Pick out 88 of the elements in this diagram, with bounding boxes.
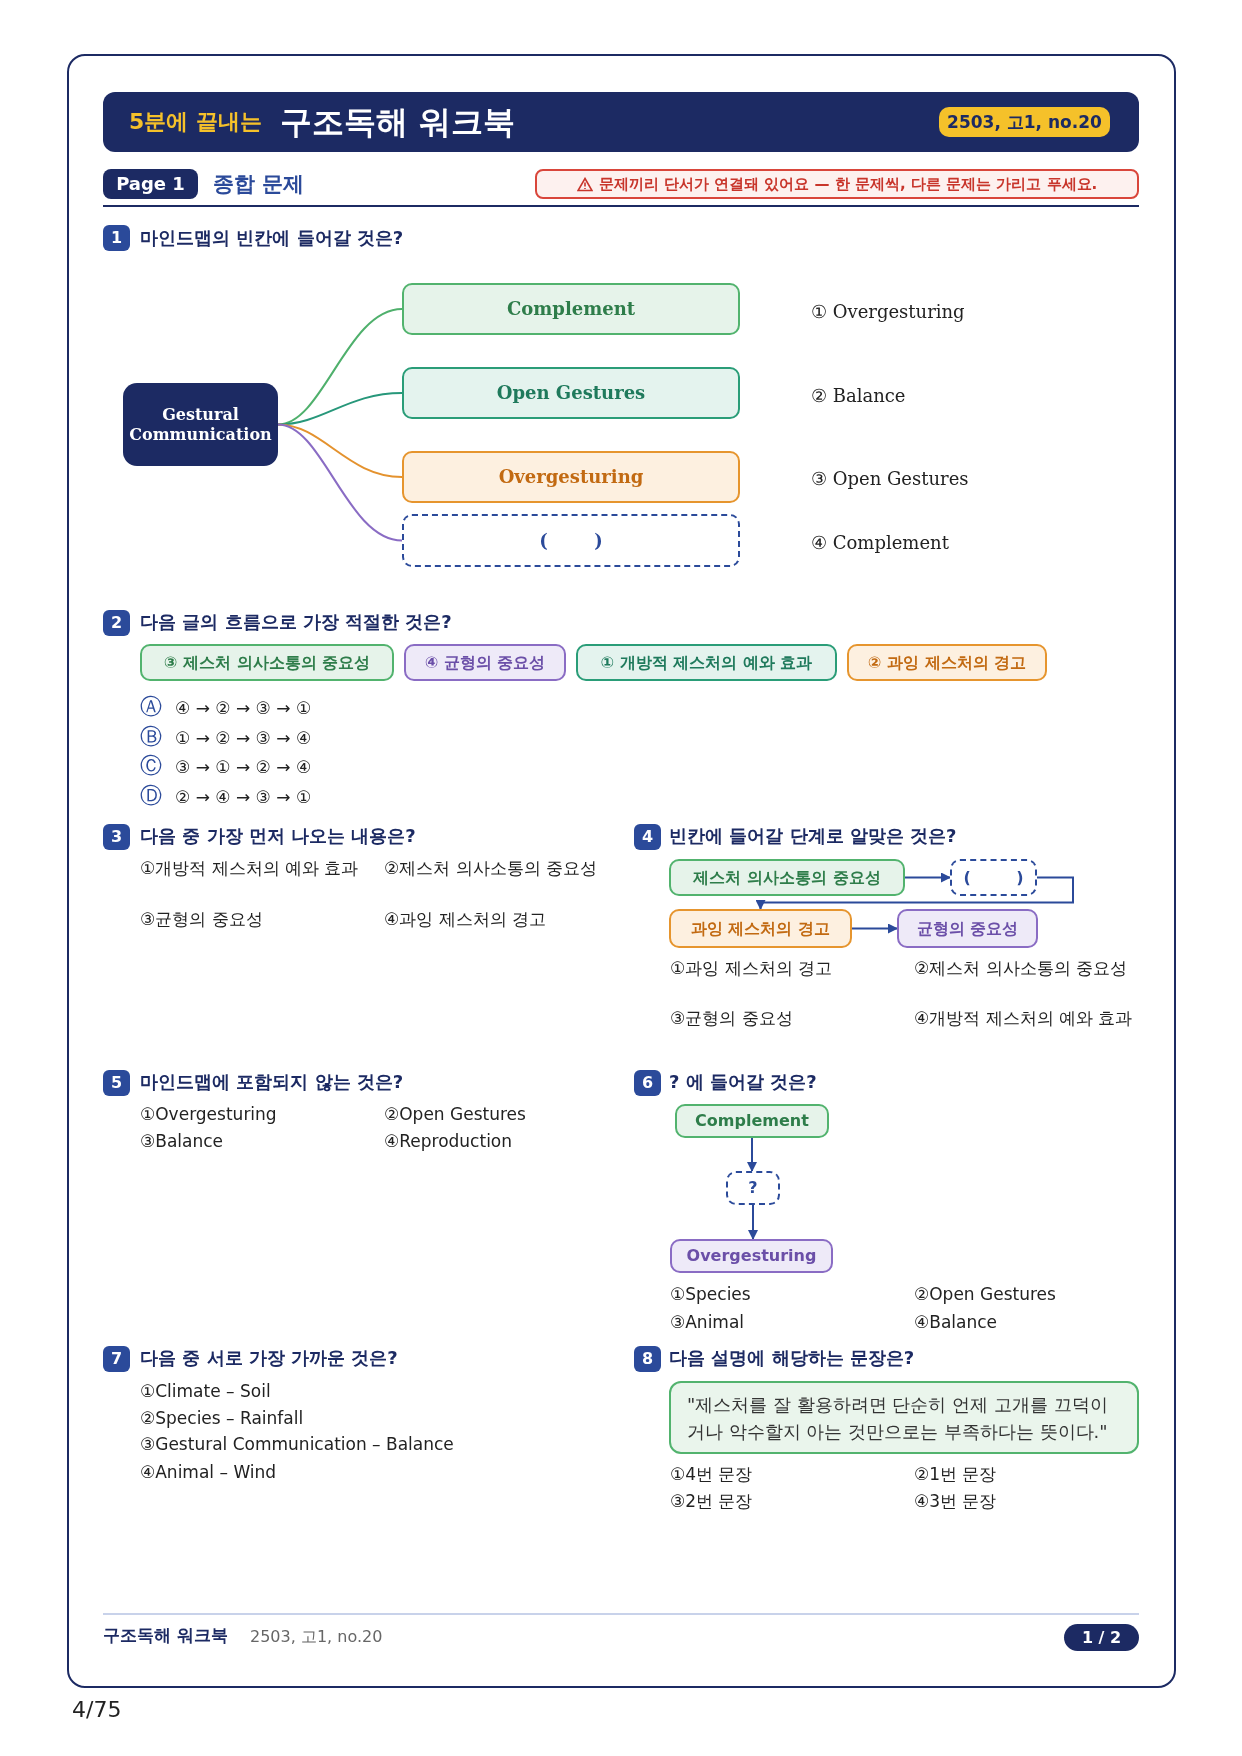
choice-letter: Ⓑ [140, 723, 162, 751]
question-text: 다음 중 가장 먼저 나오는 내용은? [140, 824, 416, 848]
topic-box: ② 과잉 제스처의 경고 [847, 644, 1047, 681]
answer-option: ②Open Gestures [384, 1103, 526, 1126]
number-badge: 1 [103, 225, 130, 251]
step-box: 과잉 제스처의 경고 [669, 909, 852, 948]
number-badge: 8 [634, 1346, 661, 1372]
topic-box: ① 개방적 제스처의 예와 효과 [576, 644, 837, 681]
answer-option: ③Gestural Communication – Balance [140, 1433, 454, 1456]
branch-node: Open Gestures [402, 367, 740, 419]
arrow [747, 1137, 757, 1172]
answer-option: ③2번 문장 [670, 1490, 753, 1513]
arrow [851, 923, 898, 934]
arrow [755, 876, 1074, 910]
connector-line [277, 392, 403, 426]
answer-option: ①과잉 제스처의 경고 [670, 957, 833, 980]
quote-box: "제스처를 잘 활용하려면 단순히 언제 고개를 끄덕이거나 악수할지 아는 것만으로는 부족하다는 뜻이다." [669, 1381, 1139, 1454]
sequence-option: ④ → ② → ③ → ① [175, 697, 312, 720]
answer-option: ④3번 문장 [914, 1490, 997, 1513]
footer-title: 구조독해 워크북 [103, 1624, 228, 1647]
answer-option: ④Balance [914, 1311, 998, 1334]
answer-option: ①개방적 제스처의 예와 효과 [140, 857, 365, 880]
answer-option: ① Overgesturing [811, 300, 965, 325]
connector-line [277, 423, 403, 542]
answer-option: ②Species – Rainfall [140, 1407, 304, 1430]
number-badge: 4 [634, 824, 661, 850]
number-badge: 3 [103, 824, 130, 850]
page-number-badge: 1 / 2 [1064, 1624, 1139, 1651]
choice-letter: Ⓐ [140, 693, 162, 721]
question-text: 마인드맵의 빈칸에 들어갈 것은? [140, 226, 404, 250]
answer-option: ③Animal [670, 1311, 745, 1334]
header-title: 구조독해 워크북 [279, 102, 516, 142]
answer-option: ①Overgesturing [140, 1103, 277, 1126]
answer-option: ③균형의 중요성 [140, 908, 263, 931]
footer-info: 2503, 고1, no.20 [250, 1626, 383, 1648]
warning-box [535, 169, 1139, 199]
blank-box: ( ) [950, 859, 1037, 896]
arrow [904, 872, 951, 883]
answer-option: ③ Open Gestures [811, 467, 969, 492]
header-banner [103, 92, 1139, 152]
blank-box: ? [726, 1171, 780, 1205]
number-badge: 2 [103, 610, 130, 636]
answer-option: ②제스처 의사소통의 중요성 [914, 957, 1139, 980]
number-badge: 5 [103, 1070, 130, 1096]
step-box: Complement [675, 1104, 829, 1138]
step-box: 균형의 중요성 [897, 909, 1038, 948]
question-text: 다음 중 서로 가장 가까운 것은? [140, 1346, 398, 1370]
sequence-option: ① → ② → ③ → ④ [175, 727, 312, 750]
answer-option: ②Open Gestures [914, 1283, 1056, 1306]
answer-option: ①4번 문장 [670, 1463, 753, 1486]
answer-option: ②제스처 의사소통의 중요성 [384, 857, 609, 880]
warning-text: 문제끼리 단서가 연결돼 있어요 — 한 문제씩, 다른 문제는 가리고 푸세요. [598, 175, 1098, 193]
question-text: 빈칸에 들어갈 단계로 알맞은 것은? [669, 824, 957, 848]
question-text: 다음 글의 흐름으로 가장 적절한 것은? [140, 610, 452, 634]
step-box: Overgesturing [670, 1239, 833, 1273]
answer-option: ③균형의 중요성 [670, 1007, 793, 1030]
question-text: 다음 설명에 해당하는 문장은? [669, 1346, 915, 1370]
blank-box: ( ) [402, 514, 740, 567]
answer-option: ④개방적 제스처의 예와 효과 [914, 1007, 1139, 1030]
choice-letter: Ⓒ [140, 752, 162, 780]
arrow [748, 1204, 758, 1240]
answer-option: ④ Complement [811, 531, 949, 556]
answer-option: ①Species [670, 1283, 751, 1306]
step-box: 제스처 의사소통의 중요성 [669, 859, 905, 896]
question-text: ? 에 들어갈 것은? [669, 1070, 817, 1094]
answer-option: ②1번 문장 [914, 1463, 997, 1486]
section-heading: 종합 문제 [213, 171, 305, 198]
branch-node: Complement [402, 283, 740, 335]
answer-option: ①Climate – Soil [140, 1380, 271, 1403]
number-badge: 7 [103, 1346, 130, 1372]
answer-option: ④Reproduction [384, 1130, 513, 1153]
sequence-option: ② → ④ → ③ → ① [175, 786, 312, 809]
answer-option: ④과잉 제스처의 경고 [384, 908, 547, 931]
answer-option: ④Animal – Wind [140, 1461, 277, 1484]
topic-box: ④ 균형의 중요성 [404, 644, 566, 681]
answer-option: ② Balance [811, 384, 906, 409]
answer-option: ③Balance [140, 1130, 224, 1153]
choice-letter: Ⓓ [140, 782, 162, 810]
branch-node: Overgesturing [402, 451, 740, 503]
page-count: 4/75 [72, 1696, 122, 1724]
topic-box: ③ 제스처 의사소통의 중요성 [140, 644, 394, 681]
question-text: 마인드맵에 포함되지 않는 것은? [140, 1070, 404, 1094]
central-node: Gestural Communication [123, 383, 278, 466]
number-badge: 6 [634, 1070, 661, 1096]
info-badge: 2503, 고1, no.20 [939, 107, 1110, 137]
header-tagline: 5분에 끝내는 [129, 108, 262, 136]
page-badge: Page 1 [103, 169, 198, 199]
sequence-option: ③ → ① → ② → ④ [175, 756, 312, 779]
